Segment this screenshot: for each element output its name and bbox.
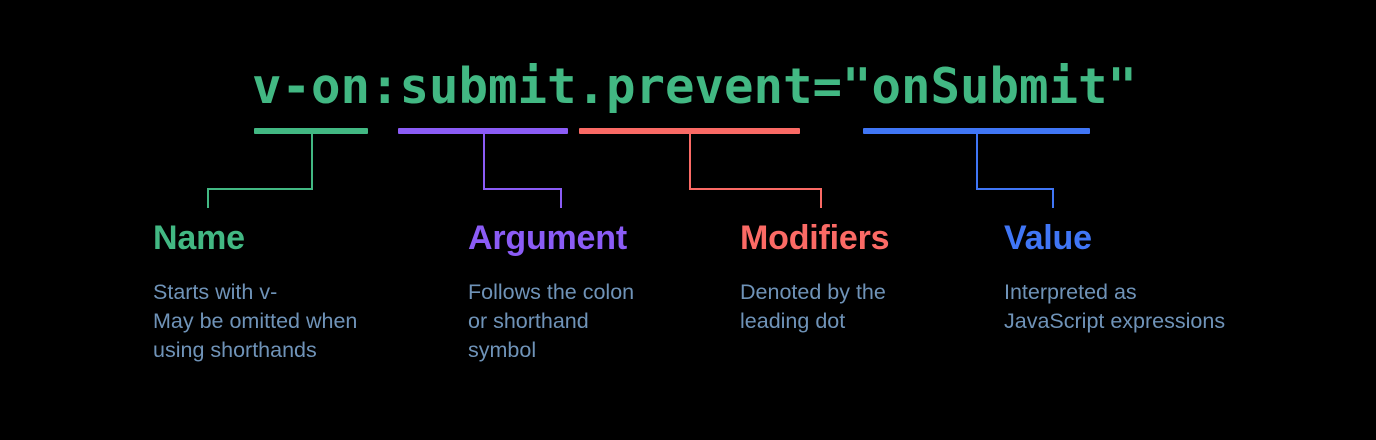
directive-code-expression: v-on:submit.prevent="onSubmit" bbox=[252, 58, 1138, 115]
segment-tail-value bbox=[1052, 188, 1054, 208]
segment-tail-modifiers bbox=[820, 188, 822, 208]
segment-stem-name bbox=[311, 134, 313, 188]
segment-stem-argument bbox=[483, 134, 485, 188]
segment-elbow-name bbox=[207, 188, 313, 190]
segment-underline-value bbox=[863, 128, 1090, 134]
segment-tail-name bbox=[207, 188, 209, 208]
segment-underline-name bbox=[254, 128, 368, 134]
segment-underline-modifiers bbox=[579, 128, 800, 134]
segment-elbow-value bbox=[976, 188, 1054, 190]
segment-title-argument: Argument bbox=[468, 219, 627, 257]
segment-title-value: Value bbox=[1004, 219, 1092, 257]
segment-title-modifiers: Modifiers bbox=[740, 219, 890, 257]
segment-stem-value bbox=[976, 134, 978, 188]
segment-underline-argument bbox=[398, 128, 568, 134]
segment-stem-modifiers bbox=[689, 134, 691, 188]
segment-tail-argument bbox=[560, 188, 562, 208]
segment-description-argument: Follows the colon or shorthand symbol bbox=[468, 280, 635, 362]
segment-elbow-modifiers bbox=[689, 188, 822, 190]
segment-description-value: Interpreted as JavaScript expressions bbox=[1004, 280, 1226, 333]
segment-title-name: Name bbox=[153, 219, 245, 257]
segment-elbow-argument bbox=[483, 188, 562, 190]
segment-description-name: Starts with v- May be omitted when using… bbox=[153, 280, 358, 362]
segment-description-modifiers: Denoted by the leading dot bbox=[740, 280, 886, 333]
